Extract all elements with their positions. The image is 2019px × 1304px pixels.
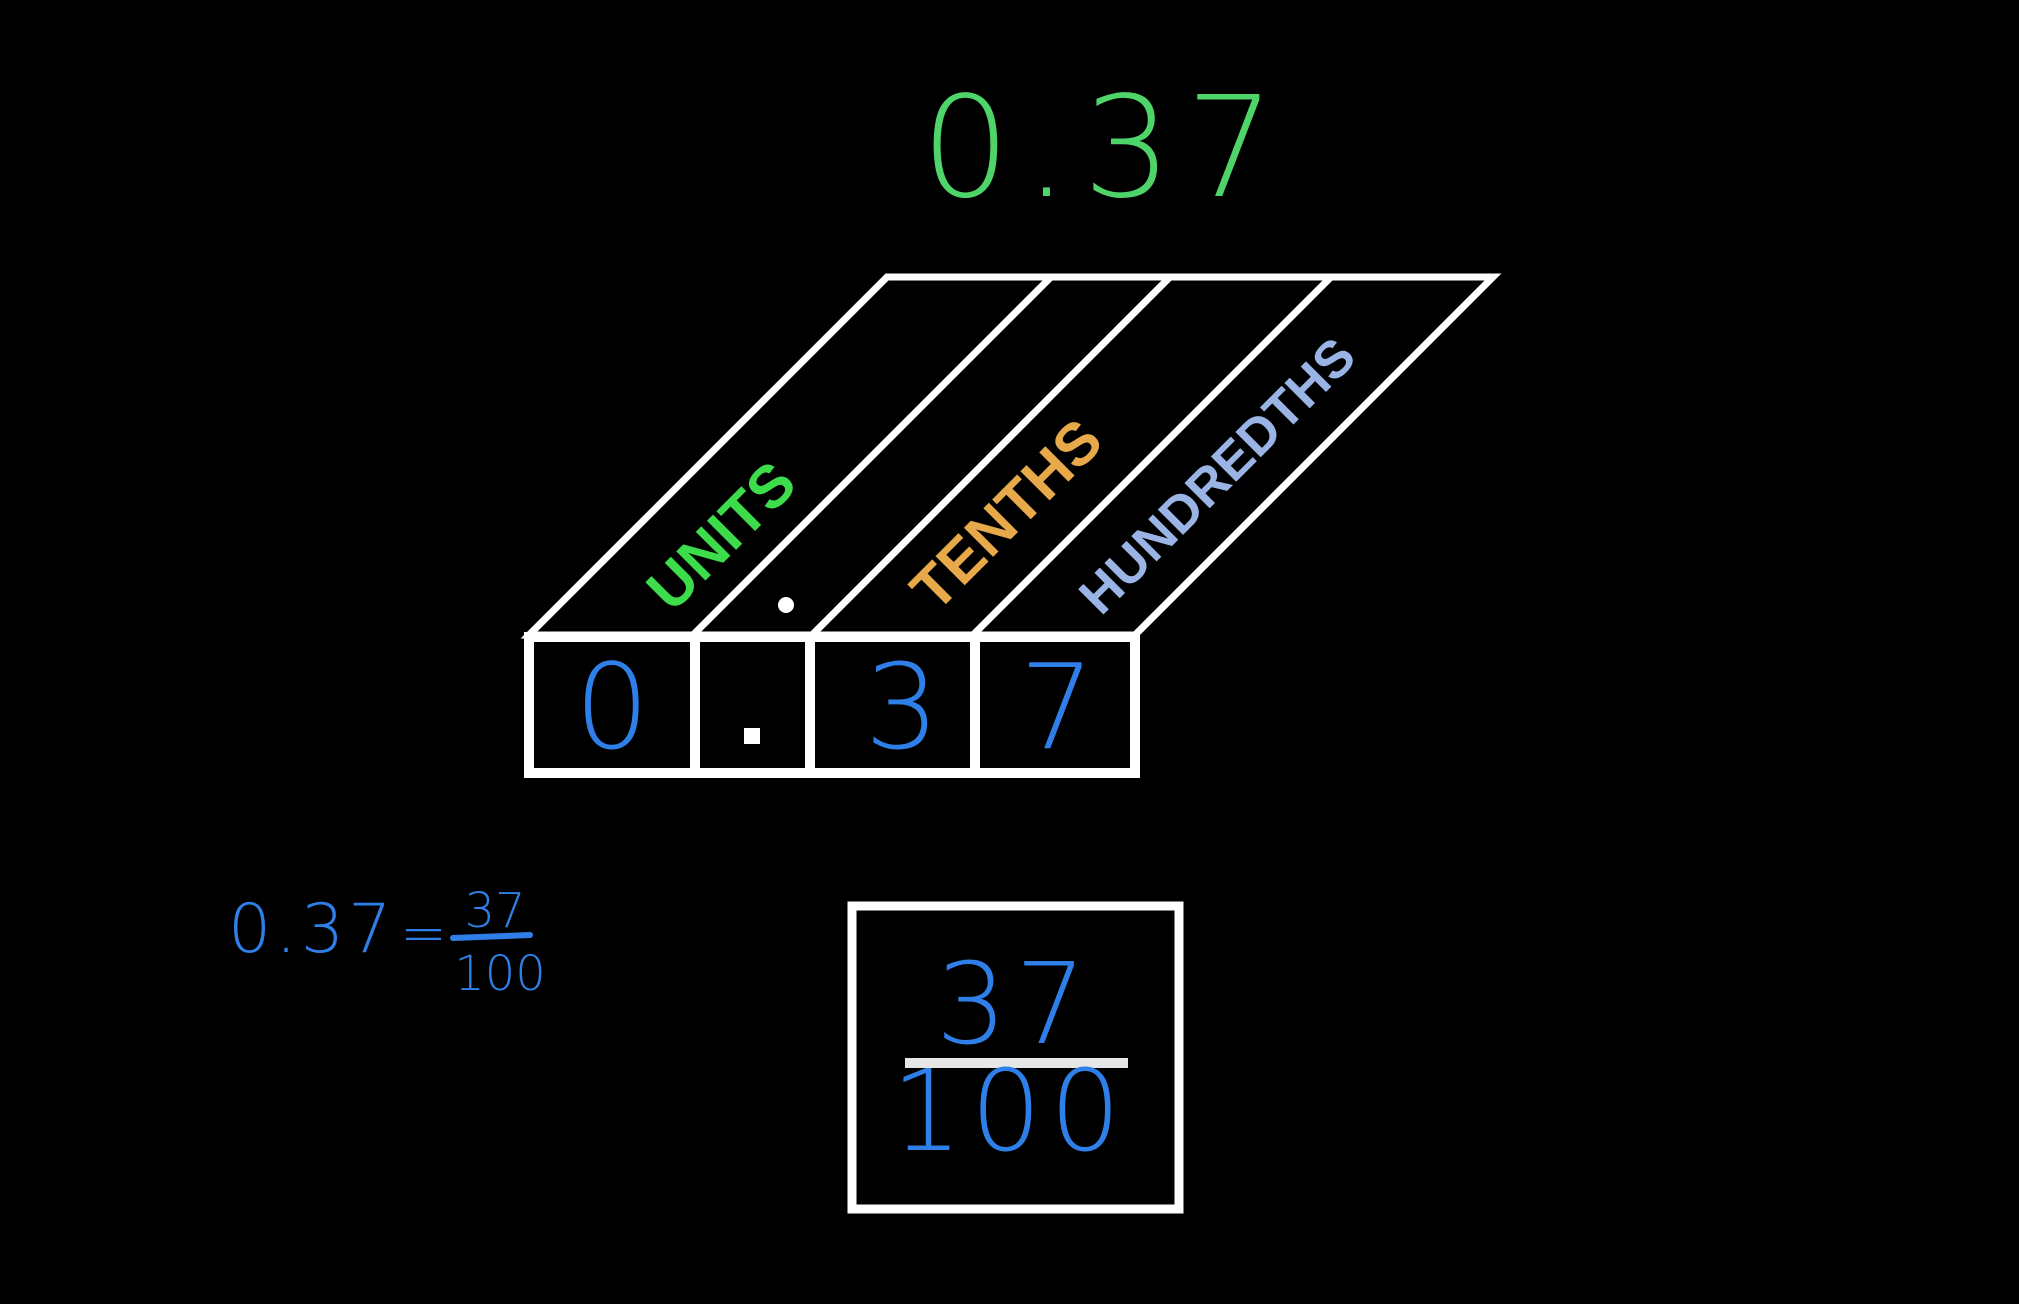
fraction-numerator: 37 [936, 940, 1095, 1070]
digit-units: 0 [574, 638, 649, 776]
header-divider-2 [809, 274, 1173, 638]
equation-decimal: 0.37 [228, 890, 395, 969]
header-divider-3 [970, 274, 1334, 638]
equation-numerator: 37 [464, 883, 525, 939]
fraction-denominator: 100 [891, 1047, 1129, 1177]
decimal-point-header [778, 597, 794, 613]
equation-equals: = [400, 901, 447, 966]
fraction-box-frame [847, 901, 1184, 1214]
equation: 0.37 = 37 100 [228, 883, 546, 1002]
header-divider-1 [690, 274, 1054, 638]
digit-decimal-point [744, 728, 760, 744]
title-number: 0.37 [921, 67, 1289, 230]
equation-denominator: 100 [454, 946, 546, 1002]
digit-tenths: 3 [864, 638, 939, 776]
equation-fraction-bar [450, 932, 533, 941]
fraction-box: 37 100 [847, 901, 1184, 1214]
digit-hundredths: 7 [1019, 638, 1094, 776]
digit-row-frame [524, 632, 1140, 778]
